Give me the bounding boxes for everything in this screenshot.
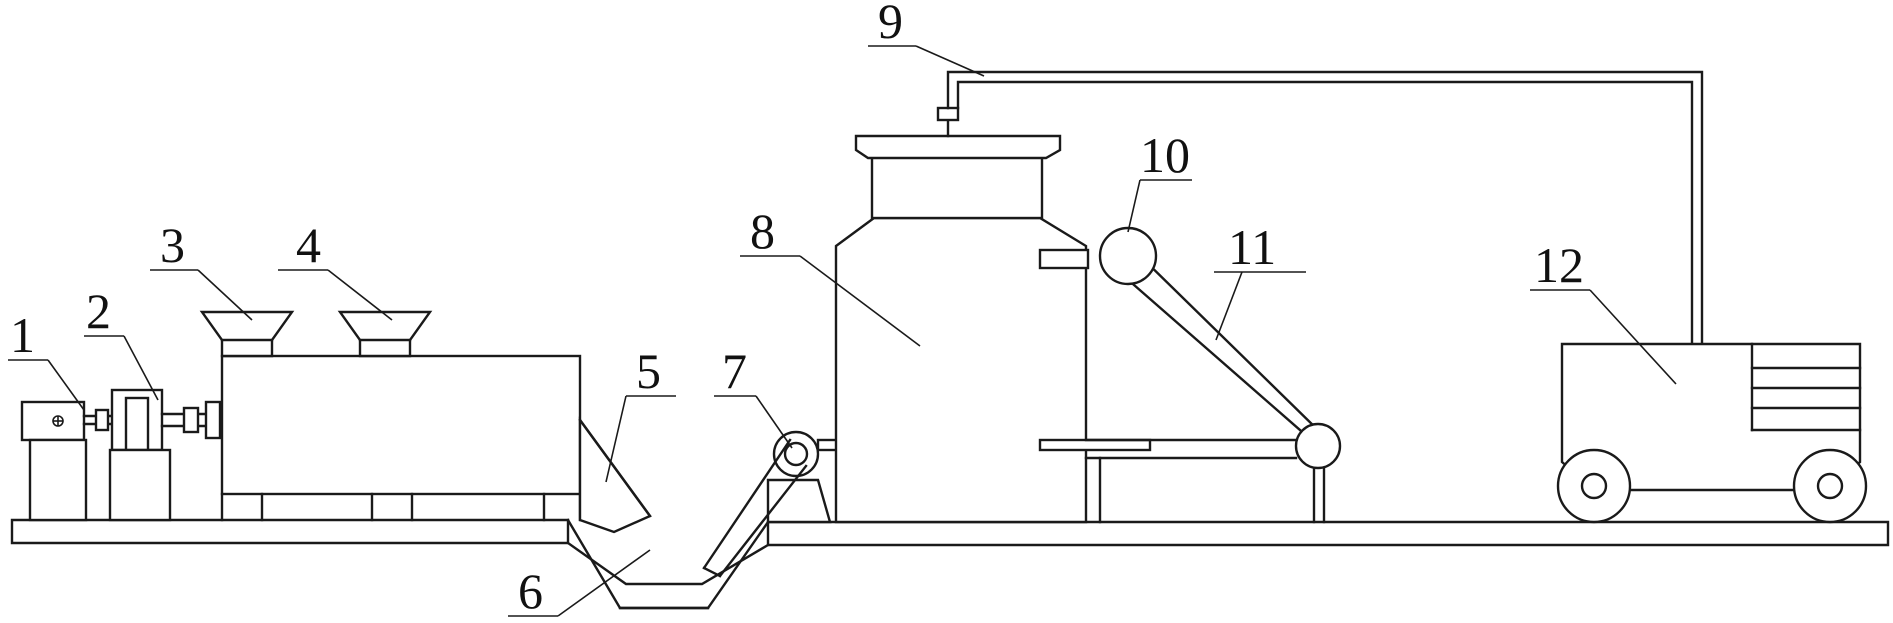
label-2: 2 [86,283,111,339]
coupling-1 [82,408,118,432]
coupling-2 [160,400,222,440]
label-7: 7 [722,343,747,399]
label-8: 8 [750,203,775,259]
drive-pulley [1098,226,1158,286]
label-5: 5 [636,343,661,399]
label-4: 4 [296,217,321,273]
reducer [108,388,172,522]
mixer-body [220,354,582,522]
label-3: 3 [160,217,185,273]
leader-lines [8,45,1677,617]
label-12: 12 [1534,237,1584,293]
motor [20,400,88,522]
label-11: 11 [1228,219,1276,275]
hopper-3 [199,310,295,358]
base-plate-right [766,520,1890,547]
discharge-chute [578,416,652,534]
hopper-4 [337,310,433,358]
mobile-cart [1556,342,1868,524]
label-6: 6 [518,563,543,619]
label-10: 10 [1140,127,1190,183]
base-plate-left [10,518,570,545]
reaction-tank [834,106,1152,524]
label-9: 9 [878,0,903,49]
label-1: 1 [10,307,35,363]
inclined-conveyor [1084,246,1342,524]
pipe-line [946,70,1704,350]
trough [566,518,770,610]
